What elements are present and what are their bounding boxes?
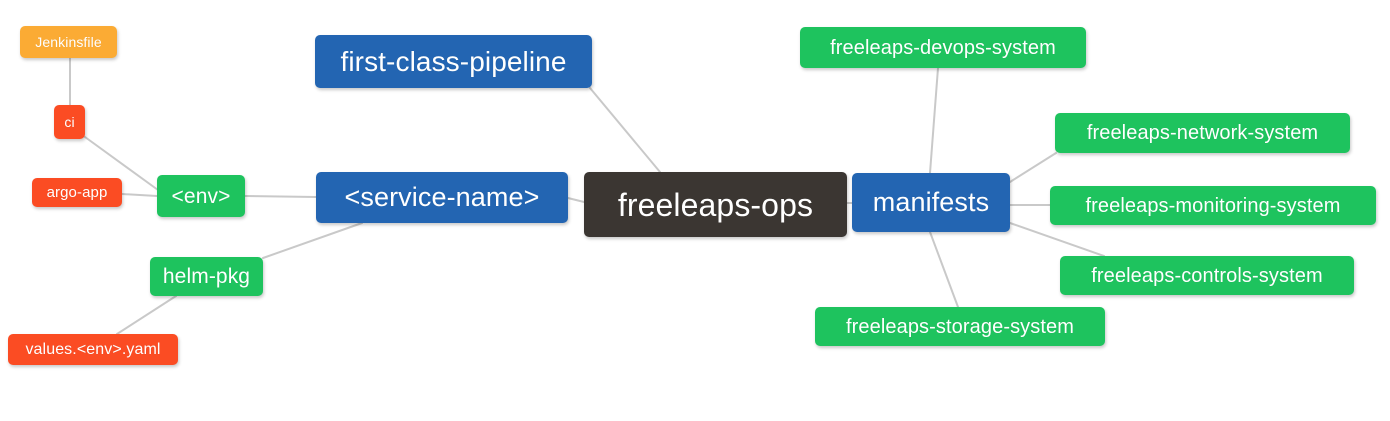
edge-argo-app-to-env <box>121 193 158 197</box>
node-controls[interactable]: freeleaps-controls-system <box>1060 256 1354 295</box>
edge-manifests-to-storage <box>929 231 959 308</box>
edge-helm-pkg-to-service-name <box>262 222 363 259</box>
edge-values-yaml-to-helm-pkg <box>116 295 177 335</box>
edge-manifests-to-network <box>1009 152 1057 183</box>
node-argo-app[interactable]: argo-app <box>32 178 122 207</box>
node-root[interactable]: freeleaps-ops <box>584 172 847 237</box>
edge-service-name-to-root <box>567 197 585 203</box>
node-pipeline[interactable]: first-class-pipeline <box>315 35 592 88</box>
node-ci[interactable]: ci <box>54 105 85 139</box>
node-manifests[interactable]: manifests <box>852 173 1010 232</box>
node-devops[interactable]: freeleaps-devops-system <box>800 27 1086 68</box>
node-network[interactable]: freeleaps-network-system <box>1055 113 1350 153</box>
node-values-yaml[interactable]: values.<env>.yaml <box>8 334 178 365</box>
edge-env-to-service-name <box>244 195 317 198</box>
node-service-name[interactable]: <service-name> <box>316 172 568 223</box>
node-storage[interactable]: freeleaps-storage-system <box>815 307 1105 346</box>
edge-manifests-to-controls <box>1009 222 1105 257</box>
edge-pipeline-to-root <box>589 87 661 173</box>
node-monitoring[interactable]: freeleaps-monitoring-system <box>1050 186 1376 225</box>
edge-devops-to-manifests <box>929 67 939 174</box>
node-env[interactable]: <env> <box>157 175 245 217</box>
node-jenkinsfile[interactable]: Jenkinsfile <box>20 26 117 58</box>
node-helm-pkg[interactable]: helm-pkg <box>150 257 263 296</box>
